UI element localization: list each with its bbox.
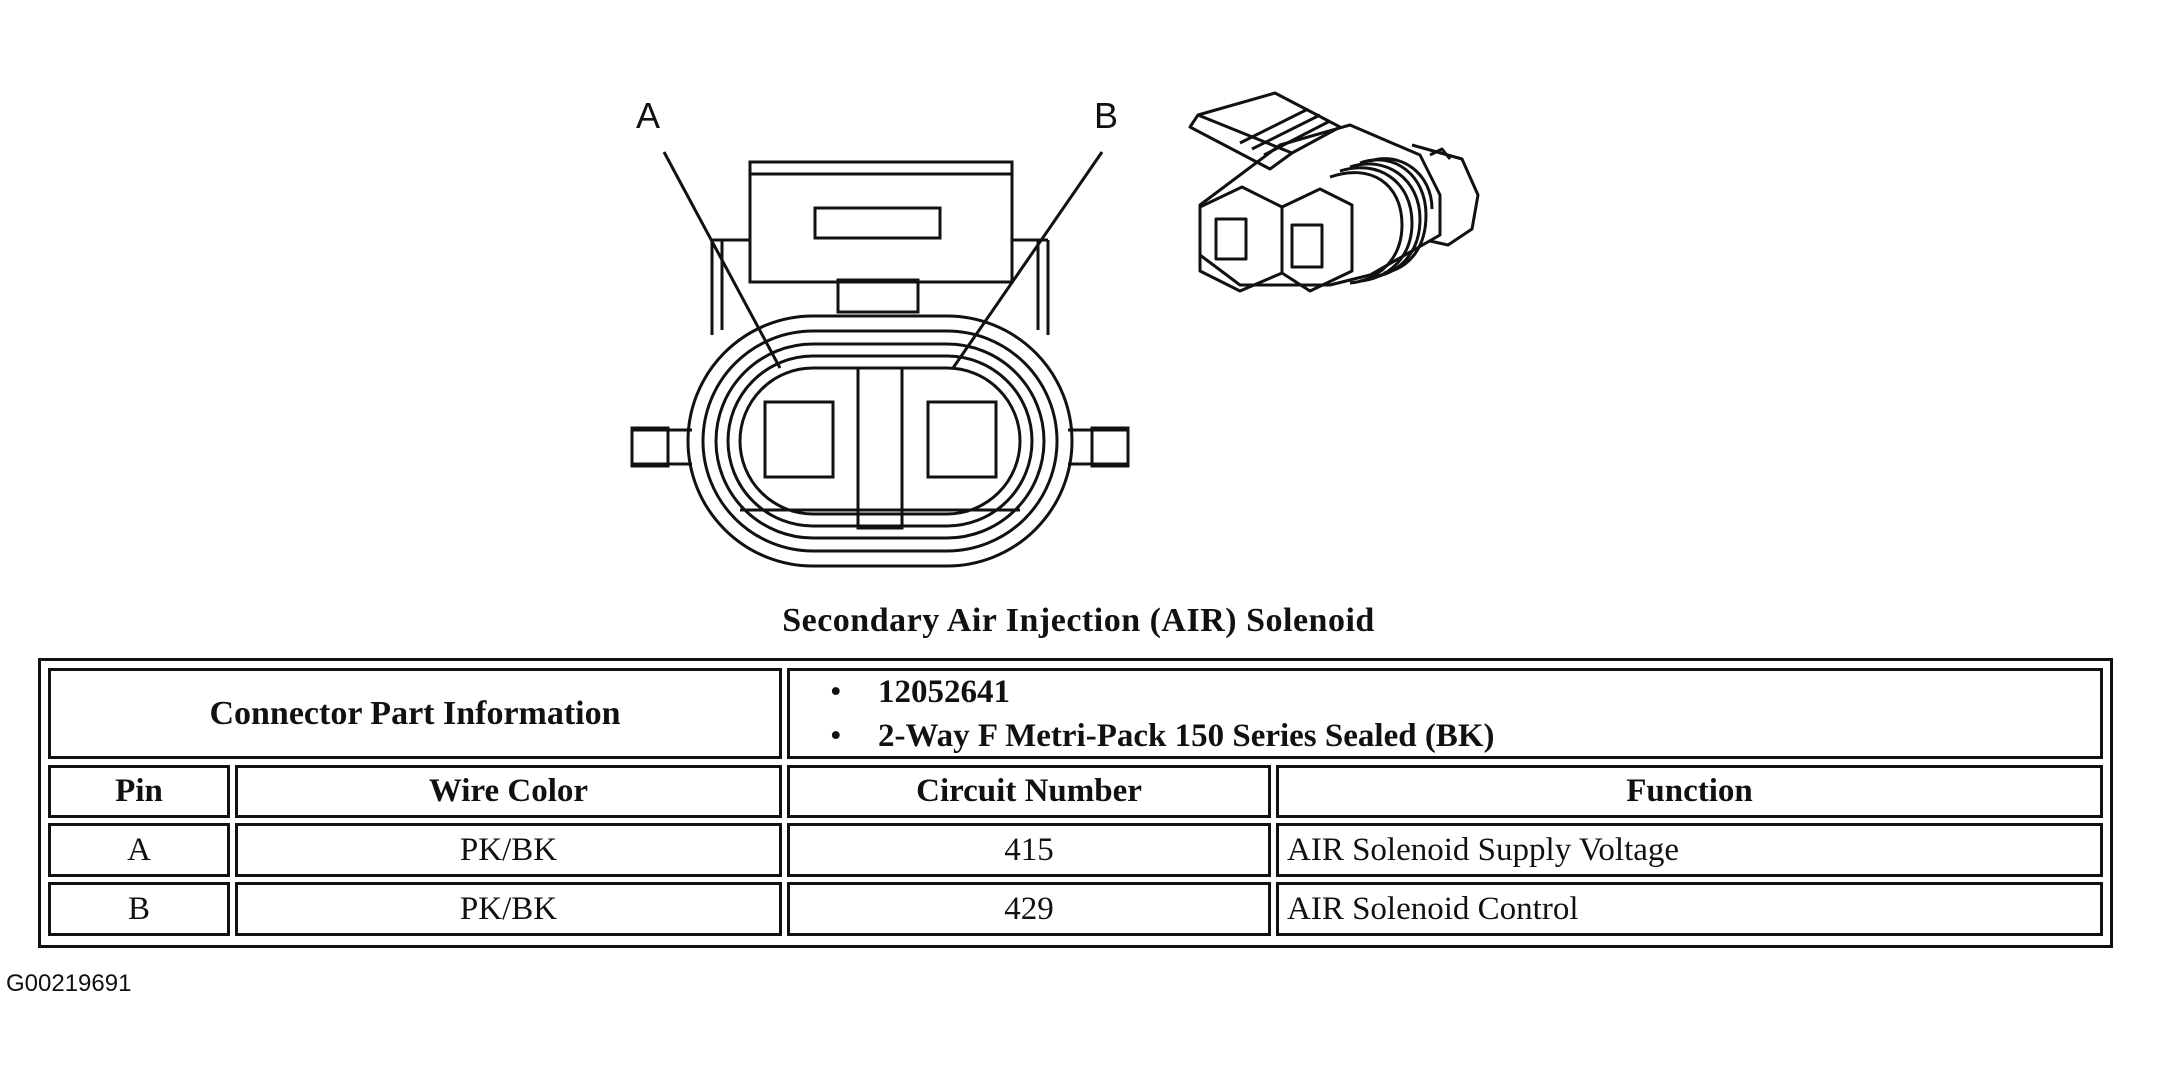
table-row-b-function: AIR Solenoid Control <box>1276 882 2103 936</box>
header-pin-text: Pin <box>115 773 163 809</box>
header-circuit-number: Circuit Number <box>787 765 1271 818</box>
connector-face-diagram: A B <box>630 95 1130 568</box>
part-info-label-cell: Connector Part Information <box>48 668 782 759</box>
pin-a-label: A <box>636 95 660 136</box>
connector-oval-body <box>686 314 1074 568</box>
header-wire-color-text: Wire Color <box>428 773 589 809</box>
part-info-list: 12052641 2-Way F Metri-Pack 150 Series S… <box>790 671 1495 757</box>
row-a-function-text: AIR Solenoid Supply Voltage <box>1287 831 1680 868</box>
front-face-left <box>1198 185 1284 293</box>
pin-b-leader-line <box>951 151 1104 369</box>
table-row-b-pin: B <box>48 882 230 936</box>
connector-info-table: Connector Part Information 12052641 2-Wa… <box>38 658 2113 948</box>
latch-housing <box>710 160 1050 335</box>
row-a-wire-color-text: PK/BK <box>459 831 558 868</box>
side-tabs <box>630 426 1130 468</box>
rear-collar <box>1411 143 1480 247</box>
table-row-a-pin: A <box>48 823 230 877</box>
terminal-cavity-b <box>926 400 998 479</box>
row-b-function-text: AIR Solenoid Control <box>1287 890 1579 927</box>
table-row-a-function: AIR Solenoid Supply Voltage <box>1276 823 2103 877</box>
row-b-pin-text: B <box>127 890 150 927</box>
pin-b-label: B <box>1094 95 1118 136</box>
table-row-b-circuit: 429 <box>787 882 1271 936</box>
row-b-circuit-text: 429 <box>1004 890 1054 927</box>
isometric-cavity-b <box>1290 223 1324 269</box>
isometric-cavity-a <box>1214 217 1248 261</box>
header-circuit-number-text: Circuit Number <box>916 773 1142 809</box>
connector-description-item: 2-Way F Metri-Pack 150 Series Sealed (BK… <box>830 714 1495 757</box>
part-number-item: 12052641 <box>830 671 1494 714</box>
header-function-text: Function <box>1626 773 1753 809</box>
figure-id: G00219691 <box>6 970 132 997</box>
latch-side <box>1188 114 1293 171</box>
connector-isometric-illustration <box>1188 91 1480 293</box>
header-wire-color: Wire Color <box>235 765 782 818</box>
row-b-wire-color-text: PK/BK <box>459 890 558 927</box>
part-info-value-cell: 12052641 2-Way F Metri-Pack 150 Series S… <box>787 668 2103 759</box>
row-a-pin-text: A <box>127 831 151 868</box>
table-row-a-wire-color: PK/BK <box>235 823 782 877</box>
row-a-circuit-text: 415 <box>1004 831 1054 868</box>
table-row-b-wire-color: PK/BK <box>235 882 782 936</box>
center-key <box>856 366 904 530</box>
header-function: Function <box>1276 765 2103 818</box>
header-pin: Pin <box>48 765 230 818</box>
part-info-label: Connector Part Information <box>209 694 621 732</box>
diagram-caption: Secondary Air Injection (AIR) Solenoid <box>782 602 1375 639</box>
seal-ribs <box>1329 157 1434 285</box>
terminal-cavity-a <box>763 400 835 479</box>
table-row-a-circuit: 415 <box>787 823 1271 877</box>
